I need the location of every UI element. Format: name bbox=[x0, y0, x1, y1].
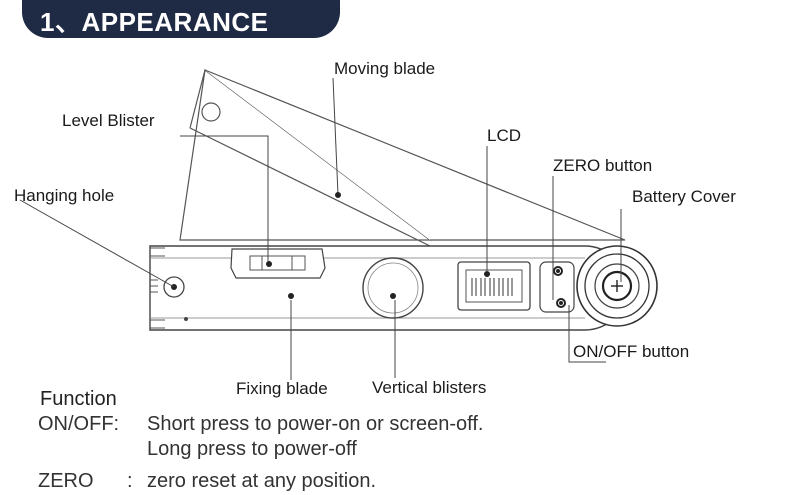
onoff-key: ON/OFF: bbox=[38, 413, 120, 435]
section-header bbox=[22, 0, 340, 38]
label-level-blister: Level Blister bbox=[62, 111, 155, 130]
vertical-blister bbox=[362, 257, 424, 319]
label-hanging-hole: Hanging hole bbox=[14, 186, 115, 205]
label-battery-cover: Battery Cover bbox=[632, 187, 736, 206]
label-moving-blade: Moving blade bbox=[334, 59, 436, 78]
label-lcd: LCD bbox=[487, 126, 522, 145]
function-heading: Function bbox=[40, 388, 117, 410]
blade-hole bbox=[201, 102, 221, 122]
zero-key: ZERO bbox=[38, 470, 94, 492]
button-panel bbox=[539, 261, 575, 313]
label-fixing-blade: Fixing blade bbox=[236, 379, 328, 398]
protractor-diagram bbox=[19, 68, 658, 380]
onoff-line-2: Long press to power-off bbox=[147, 438, 357, 460]
label-zero-button: ZERO button bbox=[553, 156, 653, 175]
label-on-off-button: ON/OFF button bbox=[573, 342, 690, 361]
label-vertical-blisters: Vertical blisters bbox=[372, 378, 487, 397]
zero-separator: : bbox=[127, 470, 133, 492]
section-title: 1、APPEARANCE bbox=[40, 7, 269, 37]
zero-description: zero reset at any position. bbox=[147, 470, 377, 492]
onoff-line-1: Short press to power-on or screen-off. bbox=[147, 413, 484, 435]
